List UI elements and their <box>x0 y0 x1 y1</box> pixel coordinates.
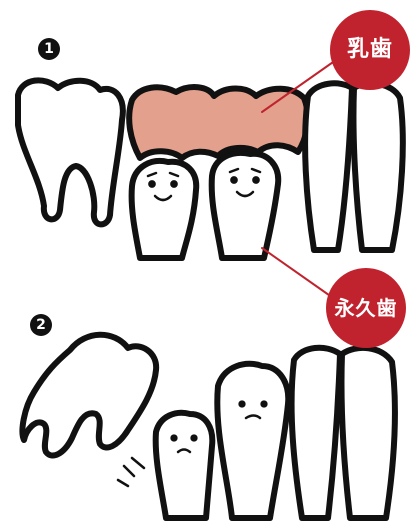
eye-icon <box>253 177 258 182</box>
incisor-tooth-icon <box>341 348 394 518</box>
permanent-teeth-badge: 永久歯 <box>326 268 406 348</box>
molar-tooth-icon <box>22 335 156 456</box>
permanent-tooth-icon <box>212 153 279 258</box>
eye-icon <box>231 177 236 182</box>
baby-tooth-icon <box>156 413 213 518</box>
eye-icon <box>149 181 154 186</box>
molar-tooth-icon <box>18 80 123 224</box>
incisor-tooth-icon <box>292 348 340 518</box>
step-marker-1: 1 <box>38 38 60 60</box>
incisor-tooth-icon <box>353 83 402 250</box>
permanent-tooth-icon <box>132 161 197 258</box>
permanent-tooth-icon <box>217 364 288 518</box>
baby-teeth-badge: 乳歯 <box>330 10 410 90</box>
eye-icon <box>171 181 176 186</box>
leader-line <box>262 248 336 300</box>
step-marker-2: 2 <box>30 314 52 336</box>
incisor-tooth-icon <box>305 83 352 250</box>
